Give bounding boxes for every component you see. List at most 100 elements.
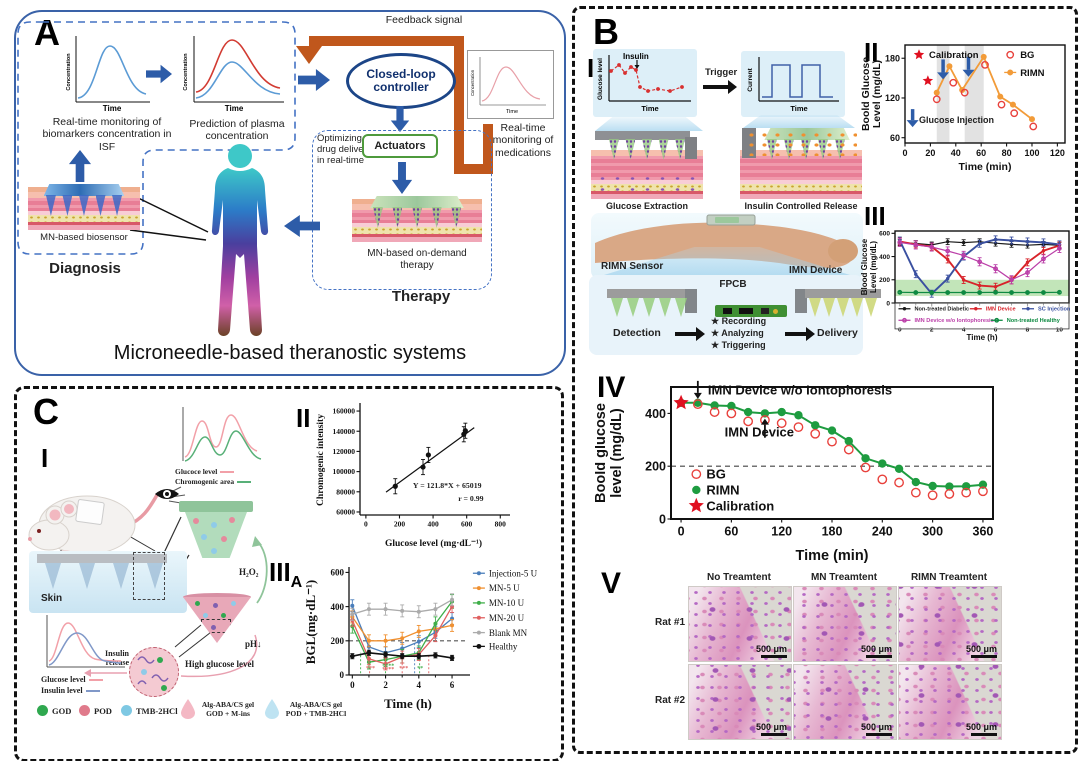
panel-a-label: A xyxy=(34,12,60,53)
svg-text:160000: 160000 xyxy=(333,407,356,416)
svg-text:240: 240 xyxy=(872,525,893,539)
imn-device-label: IMN Device xyxy=(789,265,843,276)
star-icon: ★ xyxy=(711,340,720,351)
svg-text:****: **** xyxy=(382,663,394,669)
gel1-label: Alg-ABA/CS gel GOD + M-ins xyxy=(201,700,255,719)
svg-text:BGL(mg·dL⁻¹): BGL(mg·dL⁻¹) xyxy=(305,580,318,664)
extraction-stub xyxy=(685,137,697,159)
svg-text:600: 600 xyxy=(461,520,473,529)
delivery-needles xyxy=(809,298,877,317)
delivery-plate xyxy=(805,289,881,298)
skin-label: Skin xyxy=(41,593,63,604)
svg-text:2: 2 xyxy=(930,327,934,334)
delivery-arrow xyxy=(785,327,815,341)
svg-text:120: 120 xyxy=(771,525,792,539)
svg-text:Calibration: Calibration xyxy=(929,50,979,61)
extraction-plate xyxy=(595,131,690,140)
svg-text:Boold Glucose: Boold Glucose xyxy=(860,57,872,131)
optimizing-label: Optimizing drug delivery in real-time xyxy=(317,133,372,167)
eye-icon xyxy=(155,489,179,499)
isf-monitoring-caption: Real-time monitoring of biomarkers conce… xyxy=(42,116,172,153)
gel-vesicle-zoom xyxy=(129,647,179,697)
mn-patch-needles xyxy=(45,563,163,589)
svg-text:8: 8 xyxy=(1026,327,1030,334)
svg-text:***: *** xyxy=(366,666,375,672)
svg-text:Time (h): Time (h) xyxy=(384,696,432,711)
svg-text:RIMN: RIMN xyxy=(706,483,739,498)
trigger-arrow xyxy=(703,80,737,94)
svg-text:RIMN: RIMN xyxy=(1020,68,1044,79)
svg-text:400: 400 xyxy=(331,602,345,612)
feedback-arrow-path xyxy=(309,36,493,174)
svg-text:10: 10 xyxy=(1056,327,1064,334)
histology-row-label: Rat #2 xyxy=(654,695,685,706)
panel-a-title: Microneedle-based theranostic systems xyxy=(113,342,467,364)
biosensor-body-line-2 xyxy=(129,229,207,241)
plasma-prediction-caption: Prediction of plasma concentration xyxy=(189,118,285,143)
histology-col-header: RIMN Treamtent xyxy=(910,572,988,583)
svg-text:Level (mg/dL): Level (mg/dL) xyxy=(869,241,878,293)
h2o2-label: H₂O₂ xyxy=(239,567,259,577)
god-dot-icon xyxy=(37,705,48,716)
svg-text:120: 120 xyxy=(885,93,900,103)
histology-image-r1-rimn-treatment: 500 μm xyxy=(898,586,1002,662)
histology-image-r2-rimn-treatment: 500 μm xyxy=(898,664,1002,740)
pod-dot-icon xyxy=(79,705,90,716)
insulin-release-caption: Insulin Controlled Release xyxy=(744,201,858,211)
svg-text:400: 400 xyxy=(427,520,439,529)
fpcb-label: FPCB xyxy=(719,279,747,290)
svg-text:Boold glucose: Boold glucose xyxy=(595,403,609,503)
section-b4: IV xyxy=(597,371,626,404)
svg-text:IMN Device: IMN Device xyxy=(986,307,1016,313)
glucose-insulin-mini-chart xyxy=(46,615,125,668)
chromogenic-area-label: Chromogenic area xyxy=(175,476,235,486)
insulin-level-label: Insulin level xyxy=(41,685,83,695)
histology-col-header: MN Treamtent xyxy=(810,572,878,583)
glucose-extraction-image xyxy=(591,131,703,199)
histology-image-r1-no-treatment: 500 μm xyxy=(688,586,792,662)
svg-text:Y = 121.8*X + 65019: Y = 121.8*X + 65019 xyxy=(413,481,482,490)
svg-text:MN-10 U: MN-10 U xyxy=(489,598,525,608)
svg-text:SC Injection: SC Injection xyxy=(1038,307,1071,313)
biosensor-needles xyxy=(45,195,123,216)
closed-loop-controller: Closed-loop controller xyxy=(346,53,456,109)
glucose-trigger-mini-chart: Insulin Glucose level Time xyxy=(593,49,697,117)
time-axis-label: Time xyxy=(790,104,807,113)
svg-text:200: 200 xyxy=(394,520,406,529)
extraction-needles xyxy=(608,139,686,160)
therapy-chip xyxy=(370,196,464,208)
svg-text:0: 0 xyxy=(659,512,666,526)
human-body-silhouette xyxy=(211,144,269,336)
svg-text:Non-treated Healthy: Non-treated Healthy xyxy=(1007,318,1061,324)
tmb-dot-icon xyxy=(121,705,132,716)
mini-chart-legend: Glucose level Insulin level xyxy=(41,675,103,697)
svg-text:Blank MN: Blank MN xyxy=(489,628,528,638)
feedback-signal-label: Feedback signal xyxy=(385,14,463,26)
svg-text:200: 200 xyxy=(331,636,345,646)
glucose-level-label: Glucose level xyxy=(41,675,86,684)
svg-text:r = 0.99: r = 0.99 xyxy=(458,494,483,503)
glucose-dots xyxy=(595,173,699,195)
zoom-beam-left xyxy=(595,117,703,131)
svg-text:Glucose level (mg·dL⁻¹): Glucose level (mg·dL⁻¹) xyxy=(385,538,482,549)
high-glucose-label: High glucose level xyxy=(185,659,254,669)
svg-text:IMN Device w/o Iontophoresis: IMN Device w/o Iontophoresis xyxy=(914,318,993,324)
time-axis-label: Time xyxy=(641,104,658,113)
inset-ylabel: Concentration xyxy=(470,69,475,96)
svg-text:180: 180 xyxy=(885,53,900,63)
svg-text:800: 800 xyxy=(495,520,507,529)
controller-label: Closed-loop controller xyxy=(366,66,436,94)
insulin-dots xyxy=(744,130,858,156)
delivery-stub xyxy=(795,289,807,313)
histology-image-r2-mn-treatment: 500 μm xyxy=(793,664,897,740)
therapy-dashed-region xyxy=(312,130,492,290)
actuators-box: Actuators xyxy=(362,134,438,158)
svg-text:120000: 120000 xyxy=(333,447,356,456)
mini-chart-ylabel: Concentration xyxy=(183,53,189,91)
svg-text:0: 0 xyxy=(340,670,345,680)
sensor-plate xyxy=(607,289,695,298)
needle-tip-cap xyxy=(179,501,253,512)
svg-text:MN-20 U: MN-20 U xyxy=(489,613,525,623)
